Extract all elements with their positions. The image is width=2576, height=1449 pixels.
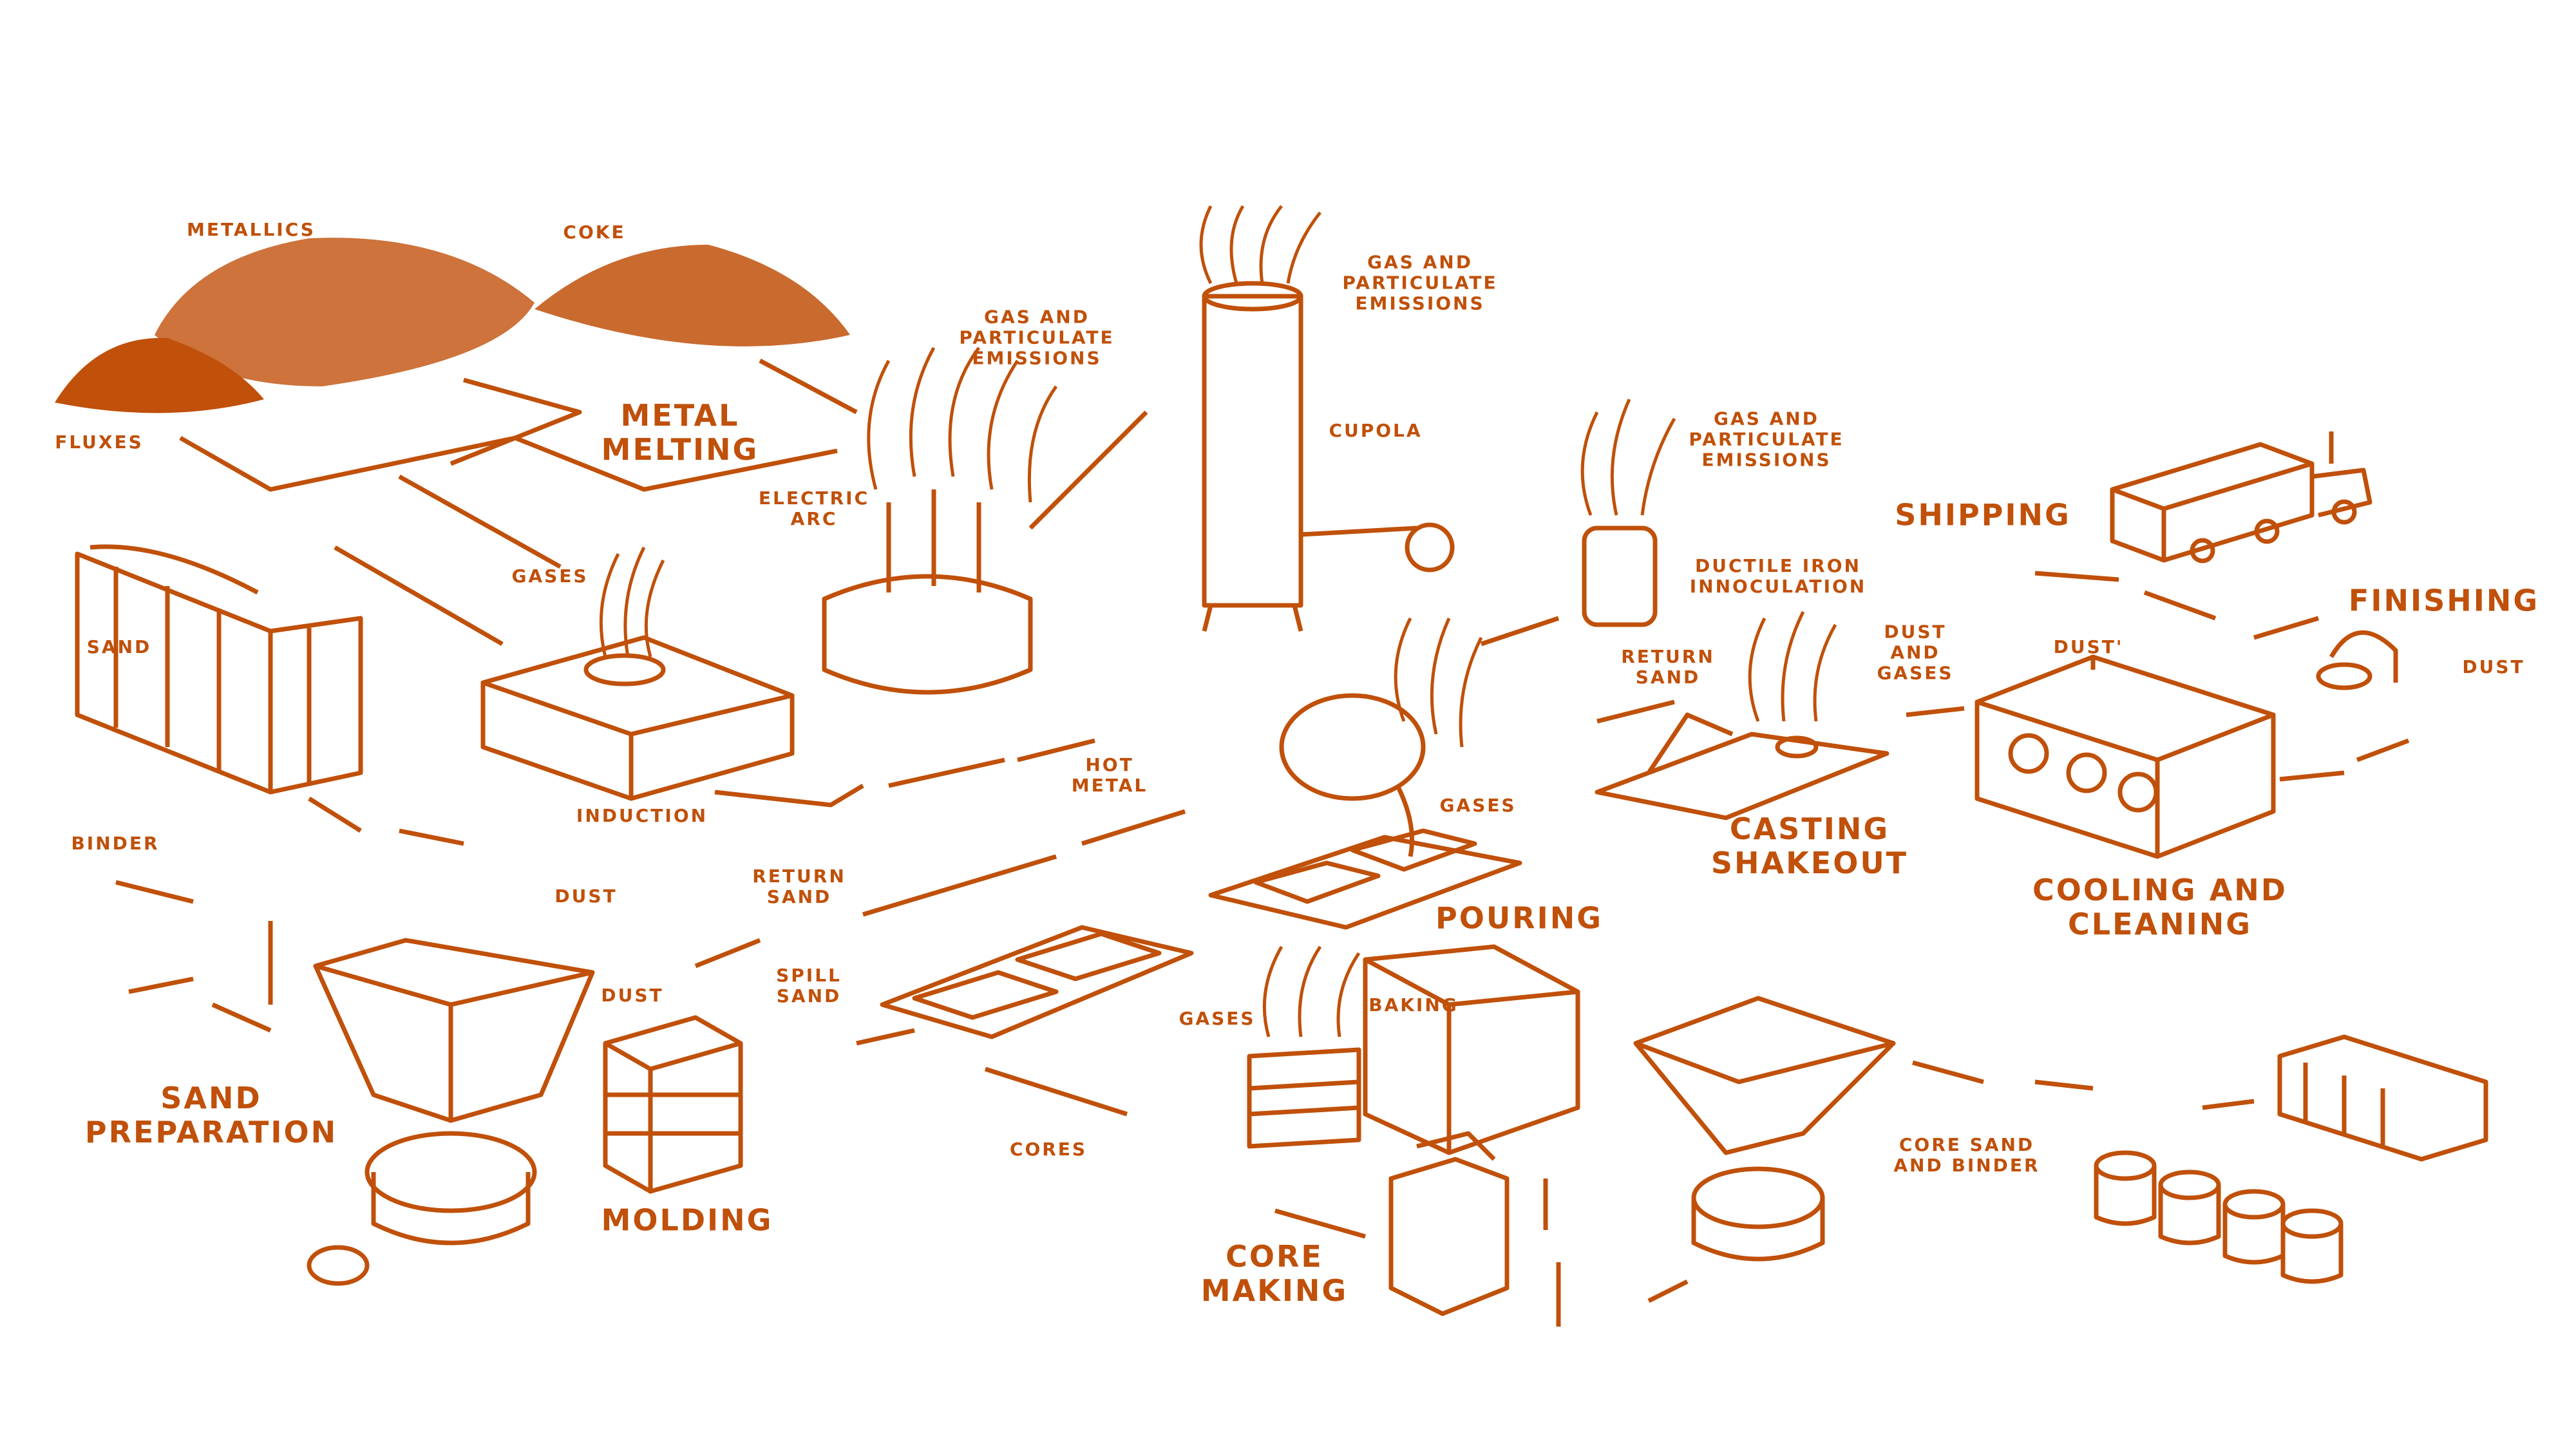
metal-melting-line2: MELTING	[601, 432, 759, 467]
shipping-truck	[2110, 431, 2372, 564]
inoculation-emissions-line2: PARTICULATE	[1689, 428, 1844, 450]
core-sand-line2: AND BINDER	[1893, 1155, 2040, 1176]
innoculation-line1: DUCTILE IRON	[1695, 554, 1861, 576]
binder-sacks	[2277, 1034, 2488, 1162]
electric-arc-line1: ELECTRIC	[758, 487, 870, 509]
sand-preparation-line1: SAND	[160, 1081, 262, 1116]
cooling-cleaning-line2: CLEANING	[2068, 907, 2252, 942]
sand-label: SAND	[86, 636, 152, 658]
arc-emissions-line2: PARTICULATE	[959, 327, 1115, 348]
inoculation-emissions-line3: EMISSIONS	[1701, 450, 1832, 471]
fluxes-label: FLUXES	[55, 431, 144, 453]
molding-dust-label: DUST	[601, 984, 664, 1006]
cooling-cleaning-line1: COOLING AND	[2032, 873, 2287, 908]
pouring-label: POURING	[1435, 900, 1603, 936]
cupola-emissions-line3: EMISSIONS	[1355, 293, 1485, 315]
cupola-emissions-line2: PARTICULATE	[1342, 272, 1498, 294]
cleaning-dust-label: DUST'	[2053, 636, 2124, 658]
core-baking-oven	[1247, 944, 1580, 1155]
casting-shakeout-line1: CASTING	[1729, 811, 1890, 847]
cores-label: CORES	[1009, 1138, 1088, 1160]
fluxes-pile	[55, 337, 264, 413]
electric-arc-line2: ARC	[790, 508, 838, 529]
spill-sand-line2: SAND	[776, 985, 842, 1007]
dust-and-gases-line3: GASES	[1877, 663, 1954, 685]
return-sand-line2: SAND	[766, 886, 832, 907]
induction-furnace	[480, 546, 795, 801]
shakeout-return-sand-line2: SAND	[1635, 667, 1701, 688]
baking-label: BAKING	[1368, 994, 1459, 1016]
sand-prep-dust-label: DUST	[554, 885, 618, 907]
inoculation-ladle	[1580, 398, 1676, 627]
arc-emissions-line1: GAS AND	[984, 306, 1090, 328]
pouring-molds	[1208, 828, 1522, 930]
core-making-line2: MAKING	[1200, 1273, 1349, 1308]
metallics-label: METALLICS	[187, 218, 316, 240]
arc-emissions-line3: EMISSIONS	[972, 348, 1102, 370]
binder-label: BINDER	[71, 832, 160, 854]
molding-label: MOLDING	[601, 1202, 773, 1238]
sand-railcar	[75, 544, 363, 795]
molding-machine	[603, 1015, 743, 1194]
cleaning-machine	[1975, 654, 2276, 859]
coke-label: COKE	[563, 221, 626, 243]
dust-and-gases-line1: DUST	[1884, 621, 1947, 643]
metallics-pile	[155, 238, 535, 386]
core-making-line1: CORE	[1226, 1239, 1323, 1274]
sand-mixer	[307, 938, 595, 1286]
hot-metal-line2: METAL	[1071, 775, 1148, 796]
flow-arrows	[115, 571, 2410, 1327]
core-gases-label: GASES	[1179, 1007, 1256, 1029]
induction-gases-label: GASES	[511, 565, 589, 587]
finishing-grinder	[2316, 630, 2398, 690]
innoculation-line2: INNOCULATION	[1689, 576, 1867, 597]
dust-and-gases-line2: AND	[1890, 641, 1940, 663]
electric-arc-furnace	[822, 346, 1148, 695]
cupola	[1199, 205, 1455, 632]
pouring-ladle	[1279, 617, 1483, 857]
sand-preparation-line2: PREPARATION	[84, 1115, 338, 1150]
return-sand-line1: RETURN	[752, 865, 846, 887]
hot-metal-line1: HOT	[1085, 753, 1134, 775]
molds-on-line	[880, 925, 1194, 1039]
induction-label: INDUCTION	[576, 804, 708, 826]
pouring-gases-label: GASES	[1439, 794, 1517, 816]
casting-shakeout-line2: SHAKEOUT	[1710, 846, 1909, 880]
metal-melting-line1: METAL	[620, 398, 740, 433]
core-making-machine	[1388, 1131, 1510, 1316]
shipping-label: SHIPPING	[1895, 497, 2071, 533]
cupola-emissions-line1: GAS AND	[1367, 251, 1473, 273]
shakeout-table	[1595, 611, 1889, 820]
inoculation-emissions-line1: GAS AND	[1714, 408, 1819, 430]
finishing-dust-label: DUST	[2462, 656, 2525, 677]
core-sand-mixer	[1633, 996, 1896, 1262]
coke-pile	[535, 245, 850, 346]
finishing-label: FINISHING	[2348, 583, 2540, 618]
spill-sand-line1: SPILL	[776, 964, 842, 986]
cupola-label: CUPOLA	[1329, 419, 1423, 441]
core-sand-line1: CORE SAND	[1899, 1133, 2035, 1155]
binder-drums	[2094, 1150, 2344, 1284]
charge-path	[179, 358, 858, 647]
shakeout-return-sand-line1: RETURN	[1621, 645, 1715, 667]
